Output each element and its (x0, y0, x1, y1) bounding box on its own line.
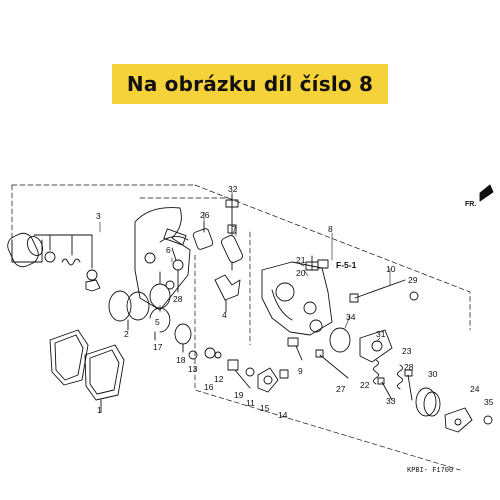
ring-34 (329, 327, 351, 353)
part-label: 4 (222, 310, 227, 320)
arm-24 (444, 407, 473, 433)
part-label: 29 (408, 275, 418, 285)
assembly-boundary (11, 184, 471, 471)
part-label: 35 (484, 397, 494, 407)
part-label: 20 (296, 268, 306, 278)
part-label: 21 (296, 255, 306, 265)
part-label: 16 (204, 382, 214, 392)
part-label: 24 (470, 384, 480, 394)
part-label: 1 (97, 405, 102, 415)
part-label: 31 (376, 329, 386, 339)
part-label: 28 (173, 294, 183, 304)
part-label: 10 (386, 264, 396, 274)
part-label: 30 (428, 369, 438, 379)
ring-5 (149, 271, 171, 309)
spring-22 (373, 359, 379, 385)
washers (188, 347, 222, 360)
bolt-10 (349, 279, 406, 303)
part-label: 22 (360, 380, 370, 390)
piston-18 (174, 323, 192, 353)
part-label: 19 (234, 390, 244, 400)
part-label: 27 (336, 384, 346, 394)
part-label: 23 (402, 346, 412, 356)
pin-boot-26 (192, 221, 214, 250)
leader-lines (99, 191, 391, 342)
bolt-9 (287, 337, 303, 361)
part-label: 34 (346, 312, 356, 322)
part-label: 15 (260, 403, 270, 413)
part-label: 5 (155, 317, 160, 327)
part-label: 9 (298, 366, 303, 376)
part-label: 26 (200, 210, 210, 220)
part-label: 13 (188, 364, 198, 374)
seal-rings-2 (108, 290, 150, 331)
part-label: 17 (153, 342, 163, 352)
front-direction-arrow: FR. (465, 184, 494, 208)
part-label: 7 (232, 224, 237, 234)
part-label: 8 (328, 224, 333, 234)
clip-17 (149, 307, 171, 341)
pin-28-lower (404, 369, 413, 401)
highlight-banner: Na obrázku díl číslo 8 (112, 64, 388, 104)
part-label: 6 (166, 245, 171, 255)
drawing-code: KPBI- F1700 (407, 467, 453, 475)
pin-28 (172, 259, 184, 293)
screw-19 (227, 359, 251, 389)
nut-11 (245, 367, 255, 377)
piston-group (7, 232, 101, 292)
brake-pads-1 (49, 329, 125, 413)
slider-6 (163, 228, 187, 261)
roller-30 (415, 387, 441, 417)
part-label: 11 (246, 398, 255, 408)
bolt-33 (377, 377, 393, 401)
pad-spring-4 (214, 274, 241, 313)
part-label: 12 (214, 374, 224, 384)
svg-text:FR.: FR. (465, 201, 476, 208)
part-label: 14 (278, 410, 288, 420)
reference-label: F-5-1 (336, 260, 357, 270)
part-labels: 3 1 2 17 5 6 28 32 26 7 4 18 13 16 12 19… (96, 184, 494, 420)
part-label: 18 (176, 355, 186, 365)
bleeder-20-21 (305, 255, 329, 271)
pin-27 (315, 349, 349, 379)
spring-23 (397, 364, 403, 390)
part-label: 33 (386, 396, 396, 406)
part-label: 32 (228, 184, 238, 194)
part-label: 2 (124, 329, 129, 339)
boot-15 (257, 367, 279, 393)
nut-35 (483, 415, 493, 425)
caliper-bracket (134, 207, 191, 311)
nut-29 (409, 291, 419, 301)
boot-14 (279, 369, 289, 379)
pin-7 (221, 235, 243, 271)
part-label: 28 (404, 362, 414, 372)
caliper-body-8 (261, 261, 333, 336)
part-label: 3 (96, 211, 101, 221)
